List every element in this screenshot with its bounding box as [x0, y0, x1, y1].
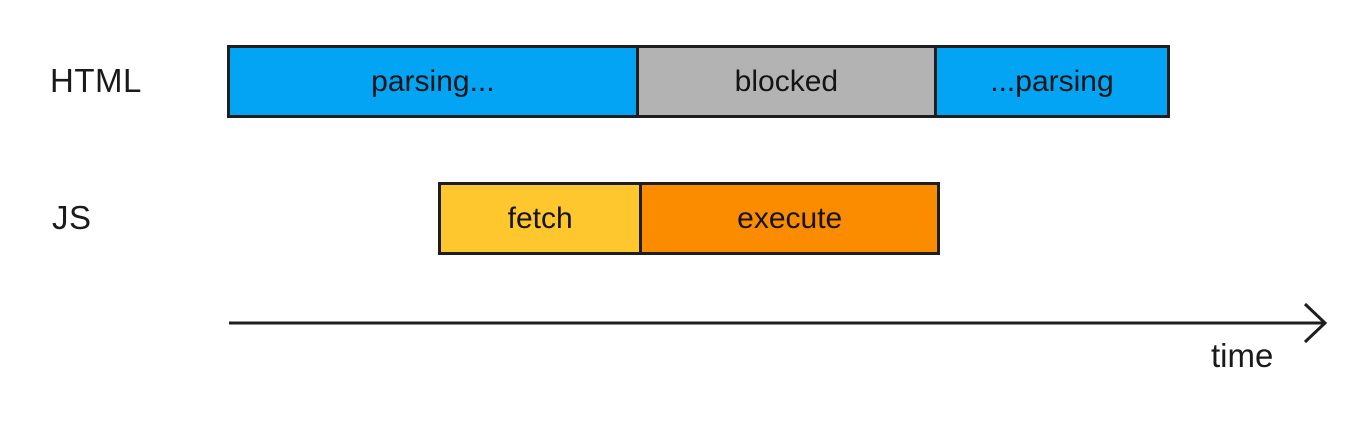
segment-execute: execute — [639, 185, 937, 252]
js-timeline-bar: fetch execute — [438, 182, 940, 255]
row-label-js: JS — [52, 199, 92, 236]
segment-fetch: fetch — [441, 185, 640, 252]
row-label-html: HTML — [50, 62, 142, 99]
html-timeline-bar: parsing... blocked ...parsing — [227, 45, 1170, 118]
segment-parsing-start: parsing... — [230, 48, 636, 115]
segment-blocked: blocked — [635, 48, 934, 115]
time-axis-arrow — [229, 302, 1328, 344]
segment-parsing-resume: ...parsing — [933, 48, 1167, 115]
time-axis-label: time — [1211, 337, 1274, 374]
